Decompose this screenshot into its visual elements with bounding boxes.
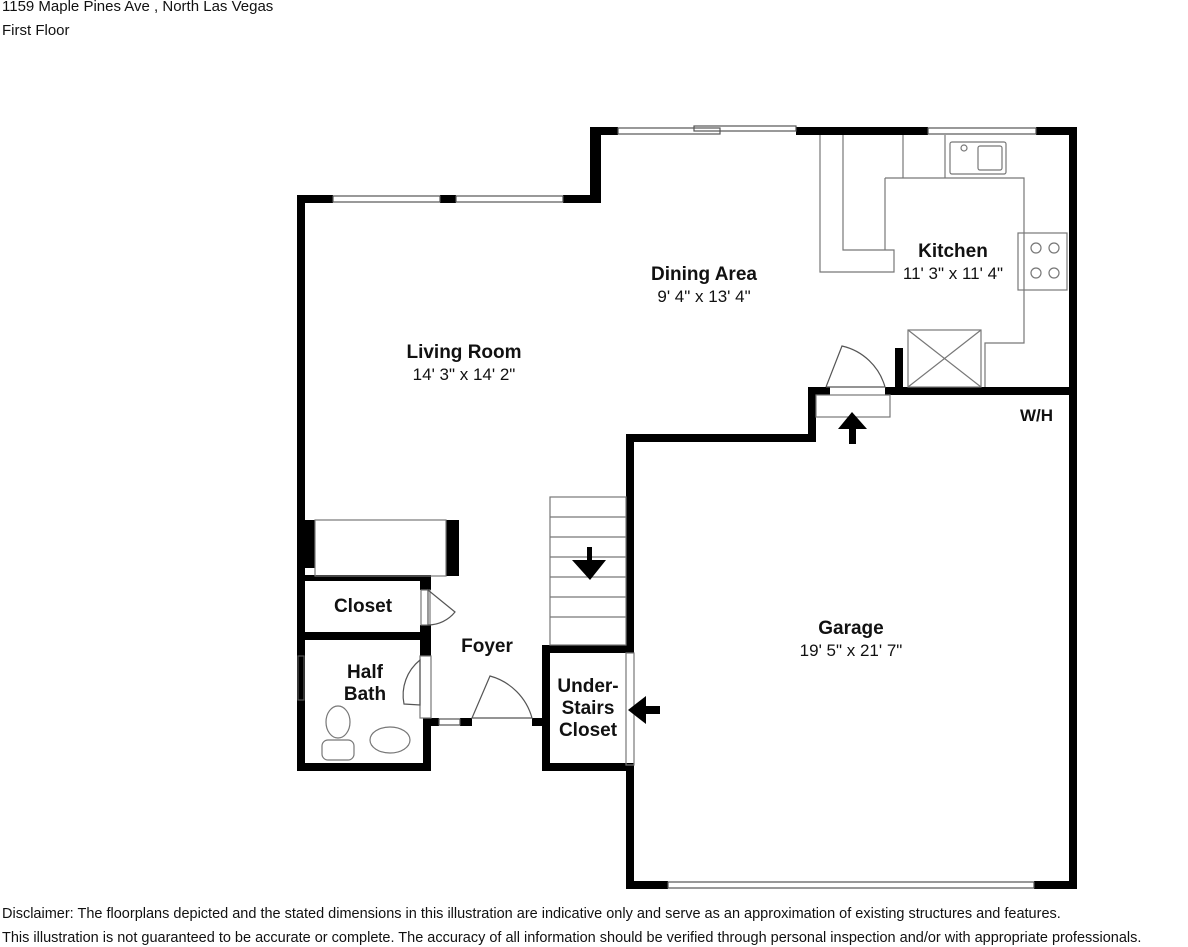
interior-lines: [314, 135, 1068, 766]
wall-garage-west-upper: [626, 434, 634, 645]
wall-west: [297, 195, 305, 771]
room-foyer-name: Foyer: [461, 636, 513, 657]
wall-garage-south-b: [1034, 881, 1077, 889]
room-living-dims: 14' 3" x 14' 2": [412, 365, 516, 384]
garage-door: [667, 881, 1035, 889]
wall-garage-west-lower: [626, 765, 634, 889]
water-heater-label: W/H: [1020, 406, 1054, 425]
wall-understairs-south: [542, 763, 634, 771]
wall-north-kitchen-b: [1036, 127, 1077, 135]
room-half-bath-line2: Bath: [343, 684, 387, 705]
wall-garage-step-top: [808, 387, 830, 395]
room-living: Living Room 14' 3" x 14' 2": [406, 342, 521, 385]
front-door-swing: [471, 675, 533, 719]
room-dining-name: Dining Area: [651, 264, 757, 285]
room-living-name: Living Room: [406, 342, 522, 363]
bath-sink: [369, 726, 411, 754]
wall-kitchen-garage: [885, 387, 1077, 395]
wall-north-living-a: [297, 195, 333, 203]
room-garage-dims: 19' 5" x 21' 7": [799, 641, 903, 660]
room-half-bath: Half Bath: [344, 662, 386, 706]
floor-name: First Floor: [2, 22, 70, 39]
arrows: [572, 412, 867, 724]
wall-garage-step: [808, 387, 816, 442]
window-foyer-a: [438, 718, 461, 726]
wall-north-living-c: [563, 195, 601, 203]
window-dining-2: [693, 125, 797, 132]
wall-closet-east-a: [420, 575, 431, 590]
garage-door-swing: [825, 345, 886, 388]
room-kitchen: Kitchen 11' 3" x 11' 4": [903, 241, 1003, 284]
window-living-2: [455, 195, 564, 203]
doors: [402, 345, 886, 719]
property-address: 1159 Maple Pines Ave , North Las Vegas: [2, 0, 274, 15]
wall-closet-north: [297, 575, 431, 581]
exterior-walls: [297, 127, 1077, 889]
windows: [297, 125, 1037, 889]
wall-garage-north: [626, 434, 816, 442]
refrigerator: [907, 329, 982, 388]
room-garage-name: Garage: [818, 618, 884, 639]
garage-entry-arrow: [838, 412, 867, 444]
wall-understairs-west: [542, 645, 550, 771]
range: [1017, 232, 1068, 291]
wall-north-living-b: [440, 195, 456, 203]
bath-door-frame: [419, 655, 432, 719]
stairs-down-arrow: [572, 547, 606, 580]
wall-step: [590, 127, 601, 203]
window-kitchen: [927, 127, 1037, 135]
wall-bath-east-a: [420, 632, 431, 656]
room-kitchen-dims: 11' 3" x 11' 4": [902, 264, 1004, 283]
window-bath: [297, 655, 305, 701]
room-dining-dims: 9' 4" x 13' 4": [657, 287, 751, 306]
wall-fridge-stub: [895, 348, 903, 392]
stairs: [549, 496, 627, 646]
room-dining: Dining Area 9' 4" x 13' 4": [651, 264, 757, 307]
closet-door-swing: [427, 588, 456, 626]
room-under-stairs-line3: Closet: [558, 720, 618, 741]
wall-foyer-west: [423, 718, 431, 771]
toilet: [325, 705, 351, 739]
wall-south-bath: [297, 763, 431, 771]
room-closet-name: Closet: [333, 596, 393, 617]
counter-main: [885, 177, 1025, 387]
room-under-stairs-line2: Stairs: [561, 698, 615, 719]
wall-north-dining-a: [590, 127, 618, 135]
disclaimer-line-1: Disclaimer: The floorplans depicted and …: [2, 906, 1061, 922]
room-garage: Garage 19' 5" x 21' 7": [800, 618, 903, 661]
wall-north-kitchen: [796, 127, 928, 135]
room-under-stairs-line1: Under-: [557, 676, 619, 697]
wall-foyer-b: [460, 718, 472, 726]
fireplace-right: [446, 520, 459, 576]
room-half-bath-line1: Half: [347, 662, 383, 683]
disclaimer-line-2: This illustration is not guaranteed to b…: [2, 930, 1142, 946]
closet-door-frame: [420, 589, 431, 626]
bath-door-swing: [402, 658, 421, 706]
wall-foyer-a: [423, 718, 439, 726]
wall-garage-south-a: [626, 881, 668, 889]
room-foyer: Foyer: [461, 636, 513, 658]
sink: [949, 141, 1007, 175]
fireplace-left: [305, 520, 315, 568]
wall-closet-south: [297, 632, 431, 640]
wall-foyer-c: [532, 718, 550, 726]
window-living-1: [332, 195, 441, 203]
counter-peninsula: [819, 135, 895, 273]
wall-east: [1069, 127, 1077, 889]
wall-understairs-north: [542, 645, 634, 653]
room-closet: Closet: [334, 596, 392, 618]
fireplace-box: [314, 519, 447, 577]
room-kitchen-name: Kitchen: [918, 241, 988, 262]
understairs-entry-arrow: [628, 696, 660, 724]
room-under-stairs: Under- Stairs Closet: [557, 676, 618, 742]
